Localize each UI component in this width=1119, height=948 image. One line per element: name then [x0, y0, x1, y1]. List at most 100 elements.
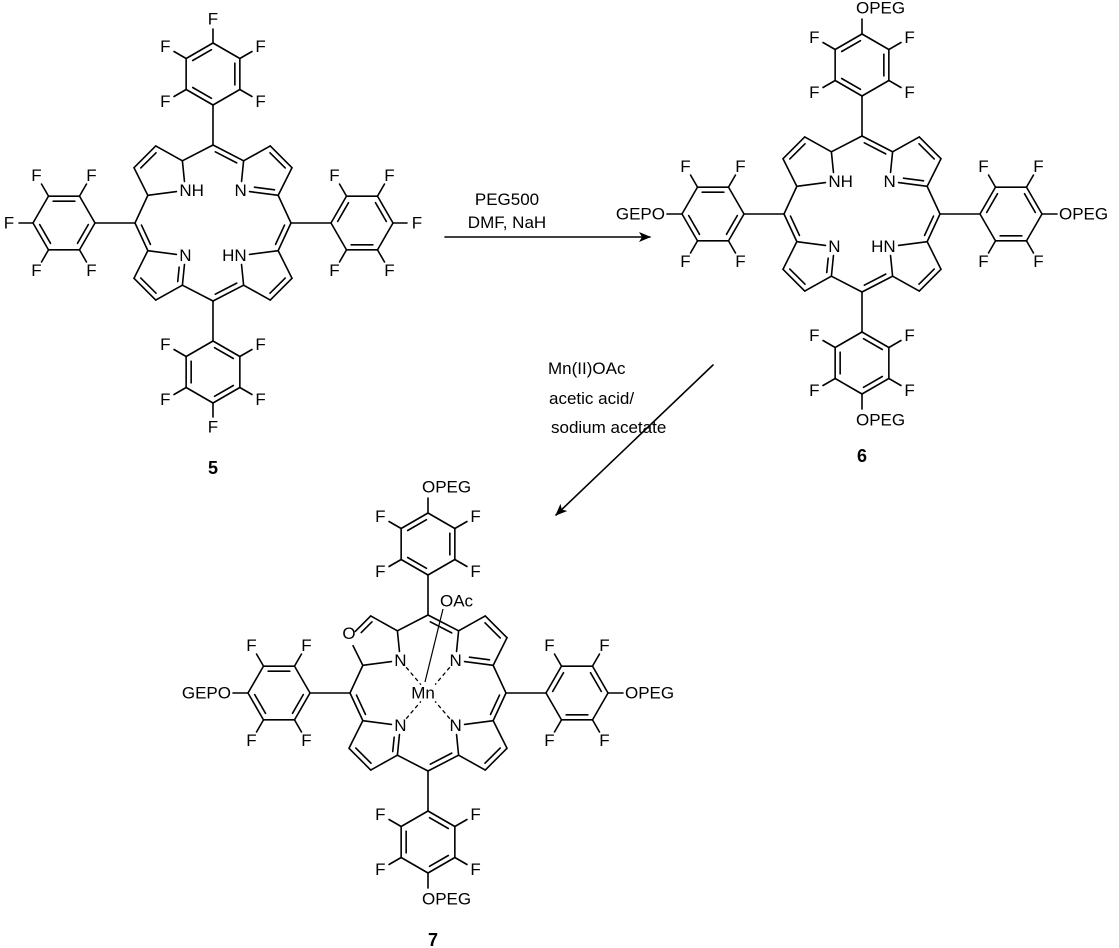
- substituent-bond: [40, 183, 50, 197]
- meso-bond: [783, 213, 798, 243]
- aryl-ring-double-bond: [985, 192, 999, 214]
- pyrrole-bond: [918, 268, 942, 292]
- pyrrole-bond: [362, 660, 393, 667]
- fluorine-label: F: [904, 28, 914, 47]
- substituent-label: GEPO: [182, 684, 231, 703]
- fluorine-label: F: [301, 636, 311, 655]
- substituent-bond: [78, 183, 88, 197]
- aryl-ring-double-bond: [253, 693, 267, 715]
- aryl-ring-double-bond: [76, 223, 90, 245]
- fluorine-label: F: [208, 418, 218, 437]
- step2-reagent-2: acetic acid/: [549, 389, 634, 408]
- pyrrole-bond: [463, 719, 494, 726]
- pyrrole-double-bond: [789, 142, 806, 160]
- pyrrole-double-bond: [140, 151, 157, 169]
- aryl-ring-bond: [78, 195, 96, 224]
- meso-bond: [181, 284, 214, 302]
- aryl-ring-bond: [834, 331, 863, 349]
- aryl-ring-bond: [293, 665, 311, 694]
- fluorine-label: F: [470, 805, 480, 824]
- meso-bond: [349, 664, 364, 694]
- substituent-bond: [173, 386, 187, 396]
- substituent-label: OPEG: [625, 684, 674, 703]
- meso-double-bond: [923, 215, 935, 237]
- substituent-bond: [888, 377, 902, 387]
- aryl-ring-bond: [591, 665, 609, 694]
- aryl-ring-bond: [727, 186, 745, 215]
- aryl-ring-bond: [861, 33, 890, 51]
- pyrrole-bond: [782, 157, 798, 188]
- meso-bond: [492, 664, 507, 694]
- substituent-label: GEPO: [616, 205, 665, 224]
- aryl-ring-bond: [1025, 213, 1043, 242]
- pyrrole-double-bond: [391, 736, 395, 753]
- n-label: N: [179, 246, 191, 265]
- substituent-bond: [454, 818, 468, 828]
- aryl-ring-double-bond: [428, 816, 450, 830]
- pyrrole-double-bond: [140, 277, 157, 295]
- fluorine-label: F: [470, 860, 480, 879]
- aryl-ring-bond: [78, 222, 96, 251]
- aryl-ring-bond: [834, 377, 863, 395]
- pyrrole-bond: [455, 629, 460, 653]
- meso-double-bond: [489, 694, 501, 716]
- meso-bond: [277, 222, 292, 252]
- fluorine-label: F: [470, 562, 480, 581]
- meso-double-bond: [140, 224, 152, 246]
- fluorine-label: F: [384, 166, 394, 185]
- fluorine-label: F: [412, 214, 422, 233]
- meso-double-bond: [429, 621, 453, 634]
- substituent-bond: [689, 240, 699, 254]
- fluorine-label: F: [255, 335, 265, 354]
- fluorine-label: F: [329, 166, 339, 185]
- pyrrole-bond: [891, 275, 921, 292]
- aryl-ring-bond: [376, 195, 394, 224]
- aryl-ring-double-bond: [336, 201, 350, 223]
- aryl-ring-double-bond: [840, 77, 862, 91]
- fluorine-label: F: [301, 731, 311, 750]
- aryl-ring-bond: [681, 213, 699, 242]
- meso-bond: [212, 284, 245, 302]
- aryl-ring-bond: [834, 79, 863, 97]
- pyrrole-bond: [147, 190, 178, 197]
- aryl-ring-bond: [32, 222, 50, 251]
- pyrrole-bond: [396, 629, 401, 653]
- fluorine-label: F: [680, 252, 690, 271]
- aryl-ring-bond: [212, 42, 241, 60]
- pyrrole-double-bond: [918, 142, 935, 160]
- n-label: N: [884, 172, 896, 191]
- substituent-bond: [454, 558, 468, 568]
- aryl-ring-bond: [185, 42, 214, 60]
- pyrrole-bond: [181, 263, 186, 287]
- substituent-bond: [591, 653, 601, 667]
- substituent-bond: [822, 41, 836, 51]
- substituent-bond: [239, 348, 253, 358]
- fluorine-label: F: [160, 92, 170, 111]
- substituent-bond: [78, 249, 88, 263]
- fluorine-label: F: [809, 381, 819, 400]
- meso-bond: [134, 194, 149, 224]
- pyrrole-bond: [348, 719, 364, 750]
- substituent-label: OPEG: [856, 411, 905, 430]
- pyrrole-bond: [269, 277, 293, 301]
- pyrrole-double-bond: [355, 747, 372, 765]
- aryl-ring-double-bond: [551, 671, 565, 693]
- substituent-label: OPEG: [422, 478, 471, 497]
- fluorine-label: F: [160, 335, 170, 354]
- compound-6-label: 6: [857, 446, 867, 466]
- pyrrole-double-bond: [902, 177, 925, 182]
- pyrrole-bond: [154, 284, 184, 301]
- n-label: N: [394, 651, 406, 670]
- pyrrole-bond: [154, 145, 184, 162]
- n-label: N: [450, 716, 462, 735]
- pyrrole-bond: [277, 249, 293, 280]
- substituent-bond: [376, 183, 386, 197]
- meso-bond: [830, 135, 863, 153]
- pyrrole-bond: [918, 136, 942, 160]
- meso-bond: [830, 275, 863, 293]
- meso-bond: [396, 754, 429, 772]
- fluorine-label: F: [375, 805, 385, 824]
- nh-label: HN: [222, 246, 247, 265]
- nh-label: NH: [179, 181, 204, 200]
- aryl-ring-bond: [979, 213, 997, 242]
